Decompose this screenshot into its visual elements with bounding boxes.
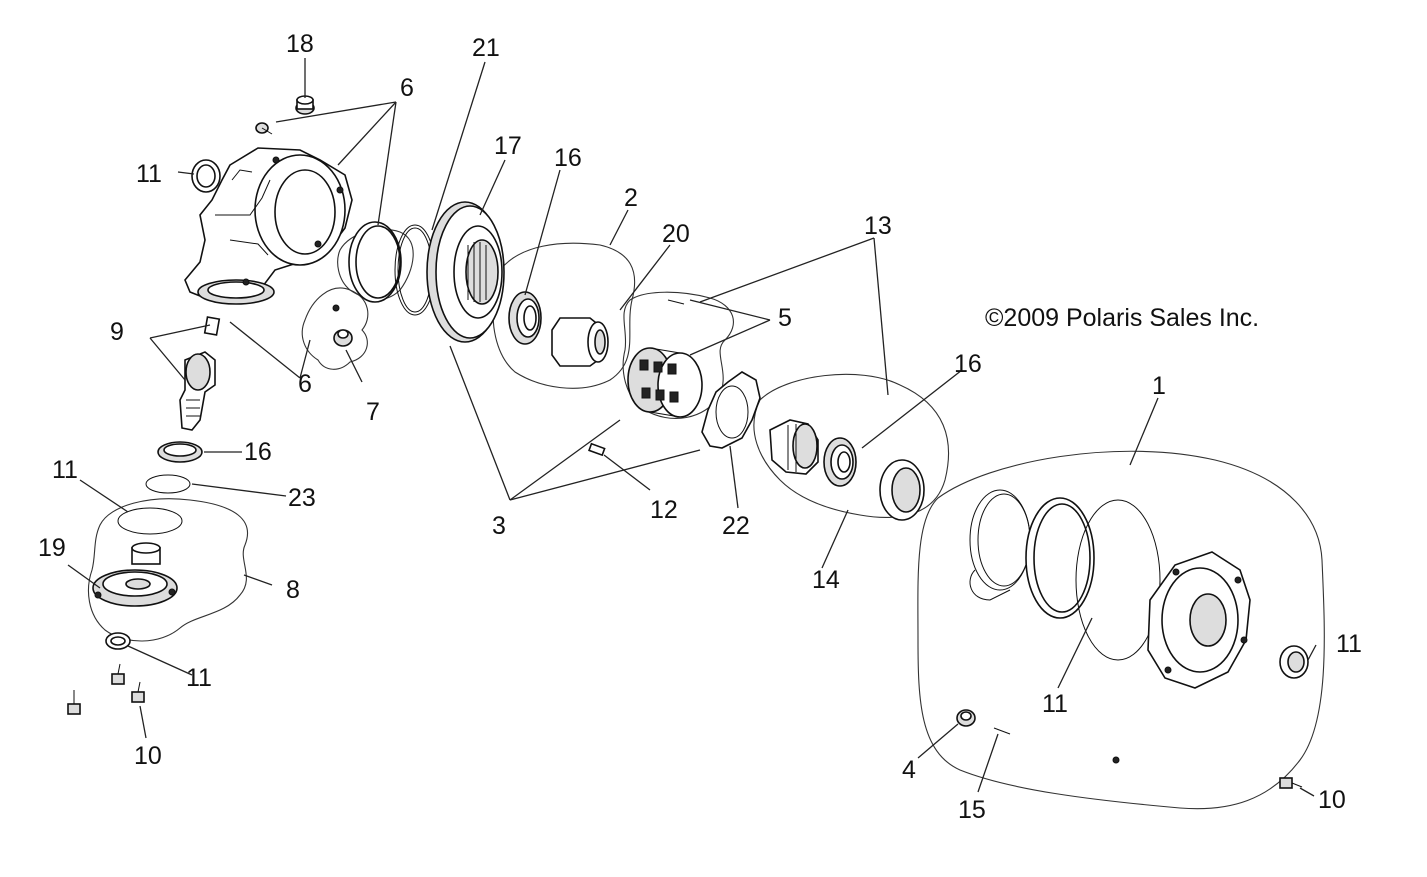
seal-11-top (191, 159, 221, 193)
callout-6-top: 6 (400, 74, 414, 102)
callout-16-left: 16 (244, 438, 272, 466)
bolt-10-a (67, 690, 81, 715)
group-outline-8 (87, 498, 248, 642)
housing-bolt (255, 122, 273, 135)
callout-12: 12 (650, 496, 678, 524)
small-dot-1 (1112, 756, 1120, 764)
callout-14: 14 (812, 566, 840, 594)
callout-7: 7 (366, 398, 380, 426)
coil-assembly-1 (969, 489, 1031, 601)
callout-11-bottom: 11 (186, 664, 212, 692)
flange-19 (92, 569, 178, 607)
callout-3: 3 (492, 512, 506, 540)
gearcase-housing-6 (184, 147, 353, 305)
group-outline-14 (753, 373, 950, 518)
seal-11-bottom (105, 632, 131, 650)
callout-8: 8 (286, 576, 300, 604)
group-outline-7 (301, 287, 369, 370)
bearing-16-center (508, 291, 542, 345)
callout-10-right: 10 (1318, 786, 1346, 814)
snap-ring-23 (145, 474, 191, 494)
bearing-16-right (823, 437, 857, 487)
seal-11-right (1279, 645, 1309, 679)
leader-lines (67, 58, 1317, 797)
callout-5: 5 (778, 304, 792, 332)
callout-20: 20 (662, 220, 690, 248)
bolt-10-c (131, 681, 145, 703)
callout-18: 18 (286, 30, 314, 58)
group-outline-1 (917, 450, 1325, 810)
end-cover-1 (1147, 551, 1251, 689)
callout-16-right: 16 (954, 350, 982, 378)
callout-22: 22 (722, 512, 750, 540)
roller-cage-5 (627, 347, 703, 418)
callout-13: 13 (864, 212, 892, 240)
callout-11-top: 11 (136, 160, 162, 188)
friction-ring-11 (1025, 497, 1095, 619)
callout-19: 19 (38, 534, 66, 562)
o-ring-11-large (1075, 499, 1161, 661)
output-shaft-14 (769, 419, 819, 475)
callout-4: 4 (902, 756, 916, 784)
copyright-notice: ©2009 Polaris Sales Inc. (985, 304, 1259, 332)
shim-ring-6 (348, 221, 402, 303)
callout-21: 21 (472, 34, 500, 62)
callout-1: 1 (1152, 372, 1166, 400)
callout-9: 9 (110, 318, 124, 346)
callout-10-left: 10 (134, 742, 162, 770)
callout-17: 17 (494, 132, 522, 160)
callout-23: 23 (288, 484, 316, 512)
hub-sleeve-20 (551, 317, 609, 367)
plug-7 (332, 304, 353, 347)
ring-gear-17 (426, 201, 505, 343)
bushing-4 (956, 709, 976, 727)
callout-2: 2 (624, 184, 638, 212)
pinion-shaft-9 (179, 316, 221, 431)
callout-11-cover: 11 (1042, 690, 1068, 718)
pin-15 (993, 727, 1011, 735)
callout-15: 15 (958, 796, 986, 824)
dowel-pin-12 (588, 442, 606, 457)
bolt-10-b (111, 663, 125, 685)
callout-11-right: 11 (1336, 630, 1362, 658)
bushing-8 (131, 542, 161, 565)
vent-plug-18 (295, 95, 315, 115)
callout-6-bottom: 6 (298, 370, 312, 398)
callout-16-top: 16 (554, 144, 582, 172)
callout-11-left: 11 (52, 456, 78, 484)
armature-plate-22 (701, 371, 761, 449)
bolt-10-right (1279, 777, 1303, 789)
bearing-16-left (157, 441, 203, 463)
seal-14 (879, 459, 925, 521)
o-ring-11-left (117, 507, 183, 535)
pin-5 (667, 299, 685, 305)
